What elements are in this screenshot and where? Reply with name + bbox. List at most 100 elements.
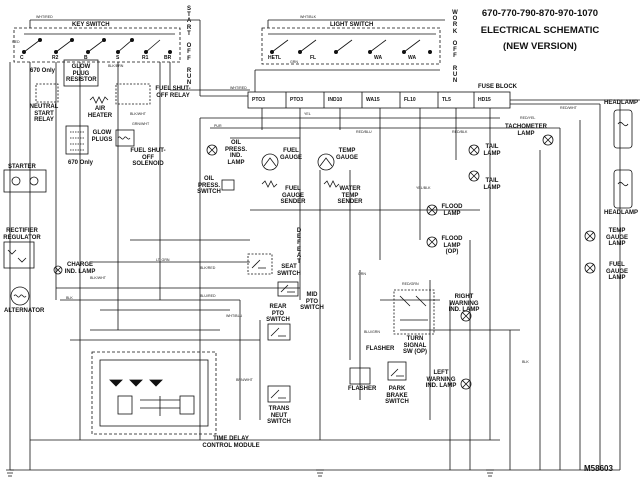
wire-label: BLK: [522, 360, 529, 364]
key-position-letter: U: [186, 74, 192, 81]
wire-label: BLK/WHT: [130, 112, 146, 116]
key-terminal-label: R2: [52, 55, 59, 61]
light-switch-label: LIGHT SWITCH: [330, 22, 374, 28]
key-switch-label: KEY SWITCH: [72, 22, 110, 28]
key-terminal-label: S: [116, 55, 120, 61]
park-brake-switch-label: PARK BRAKE SWITCH: [385, 386, 409, 405]
page-subtitle: (NEW VERSION): [503, 41, 577, 52]
wire-label: BLK: [66, 296, 73, 300]
model-list: 670-770-790-870-970-1070: [481, 8, 599, 19]
light-terminal-label: FL: [310, 55, 317, 61]
fuel-shutoff-solenoid-label: FUEL SHUT- OFF SOLENOID: [130, 148, 166, 167]
right-warning-lamp-label: RIGHT WARNING IND. LAMP: [448, 294, 480, 313]
flood-lamp-symbol: [426, 204, 438, 216]
light-position-letter: O: [452, 41, 458, 47]
seat-switch-symbol: [247, 253, 273, 275]
only-670-label-b: 670 Only: [68, 160, 94, 166]
wire-label: ORN: [358, 272, 366, 276]
fuel-gauge-symbol: [261, 153, 279, 171]
key-position-letter: T: [187, 12, 191, 19]
wire-label: BLU/GRN: [364, 330, 380, 334]
air-heater-symbol: [89, 96, 109, 104]
charge-ind-lamp-symbol: [53, 265, 63, 275]
fuse-label: TL5: [442, 97, 451, 103]
charge-ind-lamp-label: CHARGE IND. LAMP: [64, 262, 96, 275]
mid-pto-switch-symbol: [277, 281, 299, 297]
temp-gauge-lamp-label: TEMP GAUGE LAMP: [605, 228, 628, 247]
fuse-block-label: FUSE BLOCK: [478, 84, 517, 90]
time-delay-module-symbol: [91, 351, 217, 435]
light-position-letter: N: [452, 78, 458, 85]
key-position-letter: R: [186, 68, 192, 74]
fuel-shutoff-relay-label: FUEL SHUT- OFF RELAY: [155, 86, 191, 99]
left-warning-lamp-label: LEFT WARNING IND. LAMP: [425, 370, 457, 389]
part-number: M58603: [584, 464, 613, 473]
wire-network: [9, 20, 640, 471]
rear-pto-switch-symbol: [267, 323, 291, 341]
defeat-letter: D: [296, 228, 302, 234]
page-title: ELECTRICAL SCHEMATIC: [480, 25, 600, 36]
flasher-symbol: [349, 367, 371, 385]
headlamp-1-symbol: [613, 109, 633, 149]
park-brake-switch-symbol: [387, 361, 407, 381]
wire-label: YEL/BLK: [416, 186, 431, 190]
neutral-start-relay-symbol: [35, 83, 59, 103]
light-terminal-label: HETL: [268, 55, 282, 61]
air-heater-label: AIR HEATER: [87, 106, 113, 119]
fuel-gauge-lamp-label: FUEL GAUGE LAMP: [605, 262, 628, 281]
rectifier-regulator-symbol: [3, 241, 35, 269]
alternator-symbol: [10, 286, 30, 306]
temp-gauge-lamp-symbol: [584, 230, 596, 242]
flood-lamp-label: FLOOD LAMP: [441, 204, 463, 217]
ground-symbols: [6, 469, 494, 477]
wire-label: LT. GRN: [156, 258, 170, 262]
wire-label: GRN: [290, 60, 298, 64]
key-terminal-label: BR: [164, 55, 172, 61]
light-position-letter: W: [452, 10, 458, 16]
starter-label: STARTER: [8, 164, 36, 170]
glow-plugs-symbol: [65, 125, 89, 155]
wire-label: BLU/RED: [200, 294, 216, 298]
light-switch-symbol: [261, 19, 445, 65]
mid-pto-switch-label: MID PTO SWITCH: [300, 292, 324, 311]
oil-press-lamp-symbol: [206, 144, 218, 156]
headlamp-1-label: HEADLAMP: [604, 100, 638, 106]
seat-switch-label: SEAT SWITCH: [277, 264, 301, 277]
key-position-letter: O: [186, 43, 192, 50]
wire-label: PUR: [214, 124, 222, 128]
headlamp-2-symbol: [613, 169, 633, 209]
light-position-letter: O: [452, 16, 458, 23]
flood-lamp-op-label: FLOOD LAMP (OP): [441, 236, 463, 255]
wire-label: BLK/BRN: [108, 64, 124, 68]
left-warning-lamp-symbol: [460, 378, 472, 390]
only-670-label-a: 670 Only: [30, 68, 56, 74]
fuse-label: PTO3: [252, 97, 265, 103]
wire-label: RED: [12, 40, 20, 44]
fuse-label: PTO3: [290, 97, 303, 103]
tachometer-lamp-label: TACHOMETER LAMP: [505, 124, 547, 137]
wire-label: BRN/WHT: [236, 378, 253, 382]
fuse-label: WA15: [366, 97, 380, 103]
key-terminal-label: C: [20, 55, 24, 61]
light-position-letter: F: [453, 47, 457, 54]
glow-plug-resistor-symbol: [63, 59, 99, 87]
flood-lamp-op-symbol: [426, 236, 438, 248]
defeat-letter: E: [296, 246, 301, 253]
alternator-label: ALTERNATOR: [4, 308, 45, 314]
light-position-letter: F: [453, 53, 457, 60]
light-terminal-label: WA: [408, 55, 417, 61]
tail-lamp-1-symbol: [468, 144, 480, 156]
fuse-label: HD15: [478, 97, 491, 103]
key-position-letter: R: [186, 24, 192, 31]
wire-label: RED/YEL: [520, 116, 536, 120]
tail-lamp-2-symbol: [468, 170, 480, 182]
trans-neut-switch-symbol: [267, 385, 291, 403]
flasher-2-label: FLASHER: [348, 386, 377, 392]
fuse-label: FL10: [404, 97, 416, 103]
headlamp-2-label: HEADLAMP: [604, 210, 638, 216]
wire-label: RED/GRN: [402, 282, 419, 286]
wire-label: BLK/WHT: [90, 276, 106, 280]
fuel-shutoff-relay-symbol: [115, 83, 151, 105]
trans-neut-switch-label: TRANS NEUT SWITCH: [267, 406, 291, 425]
